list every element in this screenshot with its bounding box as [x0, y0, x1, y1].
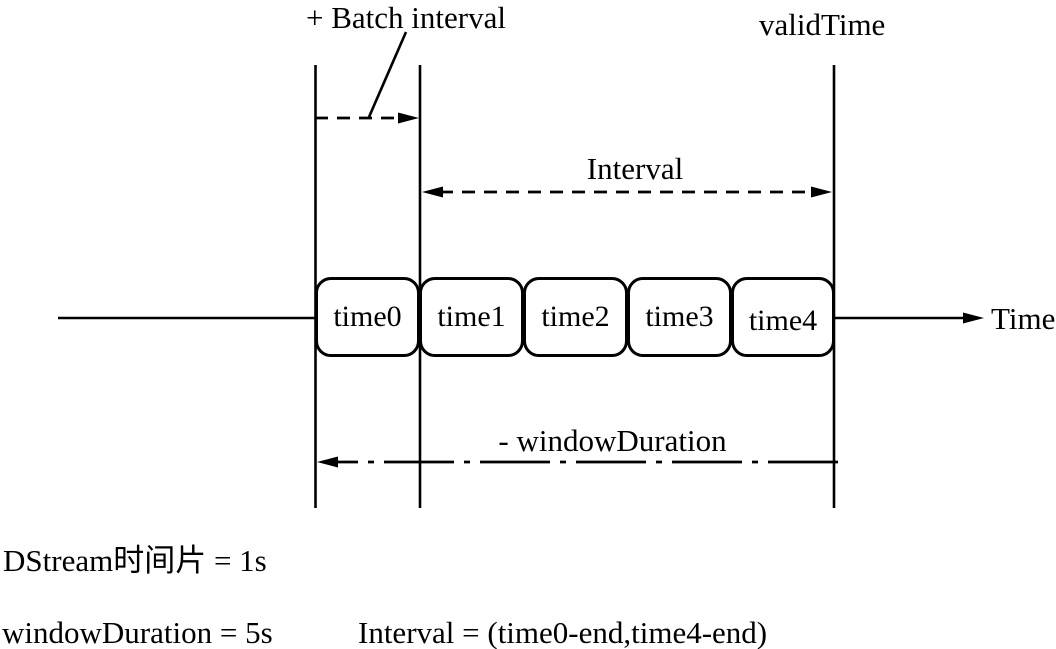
valid-time-label: validTime: [759, 7, 886, 42]
timeslice-box-time2: time2: [523, 277, 628, 357]
batch-interval-leader-line: [367, 31, 408, 118]
interval-left-arrowhead: [422, 186, 443, 198]
timeslice-box-time1: time1: [419, 277, 524, 357]
window-duration-arrowhead: [317, 456, 338, 468]
timeslice-label: time1: [437, 300, 506, 333]
note-window-duration: windowDuration = 5s: [2, 615, 273, 649]
batch-interval-label: + Batch interval: [306, 0, 506, 35]
timeslice-label: time4: [748, 303, 818, 337]
interval-label: Interval: [586, 151, 684, 186]
timeslice-label: time2: [541, 300, 610, 333]
note-interval-definition: Interval = (time0-end,time4-end): [358, 615, 768, 649]
timeslice-box-time0: time0: [315, 277, 420, 357]
window-duration-label: - windowDuration: [498, 423, 727, 458]
time-axis-arrowhead: [963, 312, 984, 324]
timeslice-label: time0: [333, 300, 402, 333]
timeslice-label: time3: [645, 300, 714, 333]
timeslice-box-time4: time4: [731, 277, 835, 357]
note-dstream-slice: DStream时间片 = 1s: [3, 543, 267, 578]
interval-right-arrowhead: [811, 186, 832, 198]
batch-interval-arrowhead: [398, 112, 419, 124]
time-axis-label: Time: [991, 301, 1056, 336]
timeslice-box-time3: time3: [627, 277, 732, 357]
